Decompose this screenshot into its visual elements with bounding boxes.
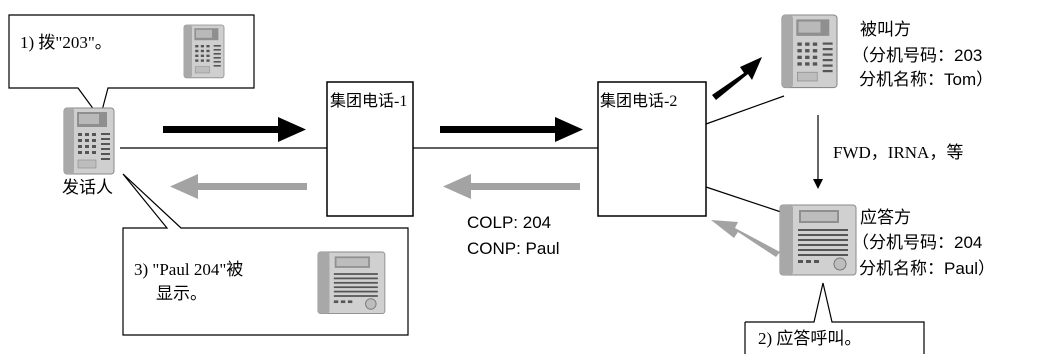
pbx2-label: 集团电话-2 bbox=[600, 93, 678, 110]
return-arrow-3 bbox=[711, 220, 780, 257]
callout-answer-box bbox=[744, 282, 925, 354]
answerer-title: 应答方 bbox=[860, 208, 911, 227]
forward-label: FWD，IRNA，等 bbox=[833, 143, 964, 162]
answerer-phone-icon bbox=[779, 204, 857, 276]
callee-phone-icon bbox=[781, 14, 838, 89]
callee-title: 被叫方 bbox=[860, 20, 911, 39]
caller-label: 发话人 bbox=[62, 178, 113, 197]
callout-display-line1: 3) "Paul 204"被 bbox=[134, 260, 244, 279]
callee-line2: 分机名称：Tom） bbox=[859, 70, 994, 89]
forward-down-arrowhead bbox=[813, 179, 823, 189]
caller-phone-icon bbox=[63, 107, 115, 175]
pbx1-box bbox=[326, 81, 414, 217]
answerer-line1: （分机号码：204 bbox=[852, 233, 983, 252]
line-pbx2-callee bbox=[705, 95, 785, 125]
dial-phone-icon bbox=[183, 24, 225, 79]
colp-label: COLP: 204 bbox=[467, 213, 552, 232]
display-phone-icon bbox=[317, 251, 386, 315]
forward-arrow-3 bbox=[712, 57, 762, 100]
forward-arrow-1 bbox=[163, 117, 306, 142]
callout-answer-text: 2) 应答呼叫。 bbox=[758, 329, 862, 348]
line-pbx2-answerer bbox=[705, 186, 785, 214]
answerer-line2: 分机名称：Paul） bbox=[859, 259, 996, 278]
pbx1-label: 集团电话-1 bbox=[330, 93, 408, 110]
callout-display-line2: 显示。 bbox=[156, 284, 207, 303]
return-arrow-1 bbox=[170, 174, 307, 199]
conp-label: CONP: Paul bbox=[467, 239, 560, 258]
callee-line1: （分机号码：203 bbox=[852, 46, 983, 65]
callout-dial-text: 1) 拨"203"。 bbox=[20, 33, 112, 52]
forward-arrow-2 bbox=[440, 117, 583, 142]
return-arrow-2 bbox=[443, 174, 580, 199]
pbx2-box bbox=[597, 81, 707, 217]
